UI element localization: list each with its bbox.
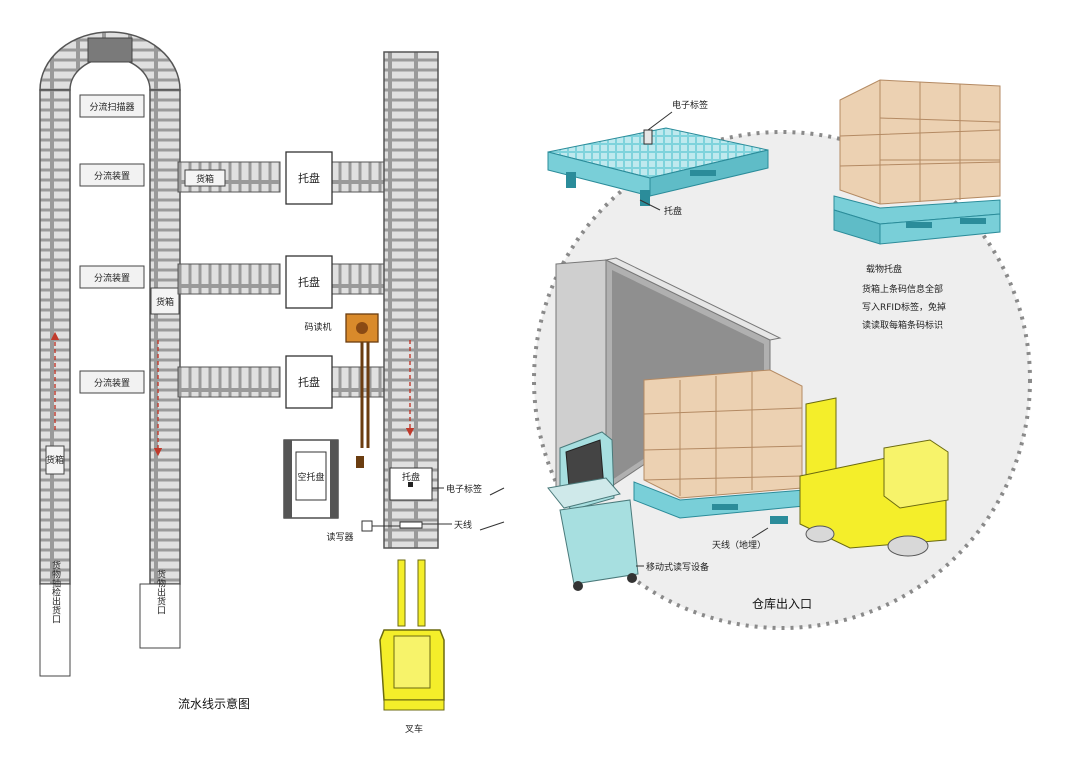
code-reader-label: 码读机 [304, 321, 331, 333]
antenna-icon: 天线（地埋） [712, 516, 788, 551]
branch-3 [177, 366, 281, 398]
diverter-3: 分流装置 [79, 370, 145, 394]
loaded-title: 载物托盘 [866, 263, 902, 275]
top-tag-label: 电子标签 [672, 99, 708, 111]
pipeline-title: 流水线示意图 [178, 696, 250, 711]
mobile-reader: 移动式读写设备 [547, 431, 709, 591]
rw-device: 读写器 [326, 520, 400, 543]
top-tray-label: 托盘 [664, 205, 682, 217]
bottom-tray: 托盘 [389, 467, 433, 501]
mid-rail-tag-upper: 货箱 [150, 287, 180, 315]
sorter-top-box: 分流扫描器 [79, 94, 145, 118]
tray-label: 托盘 [298, 375, 320, 389]
branch-tag-label: 货箱 [196, 173, 214, 185]
branch-2b [329, 263, 385, 295]
floor-antenna-label: 天线（地埋） [712, 539, 766, 551]
mid-tag-upper-label: 货箱 [156, 296, 174, 308]
left-exit-label: 货物抽检出货口 [50, 559, 61, 623]
loaded-pallet: 载物托盘 货箱上条码信息全部 写入RFID标签，免掉 读读取每箱条码标识 [833, 79, 1001, 331]
middle-exit: 货物出货口 [139, 568, 181, 649]
branch-1b [329, 161, 385, 193]
diverter-1: 分流装置 [79, 163, 145, 187]
bottom-tray-label: 托盘 [402, 471, 420, 483]
tray-label: 托盘 [298, 275, 320, 289]
loaded-desc-1: 货箱上条码信息全部 [862, 283, 943, 295]
forklift-icon [799, 397, 949, 557]
forklift-icon: 叉车 [379, 559, 445, 735]
left-exit: 货物抽检出货口 [39, 559, 71, 677]
conveyor-diagram: 分流扫描器 分流装置 分流装置 分流装置 货箱 货箱 货物抽检出货口 [39, 31, 505, 735]
sorter-top-label: 分流扫描器 [89, 101, 134, 113]
mobile-reader-label: 移动式读写设备 [646, 561, 709, 573]
diverter-label: 分流装置 [94, 170, 130, 182]
empty-pallet-rfid: 电子标签 托盘 [547, 99, 769, 217]
gate-title: 仓库出入口 [752, 596, 812, 611]
branch-tag: 货箱 [184, 169, 226, 187]
rw-device-label: 读写器 [326, 531, 353, 543]
loaded-desc-3: 读读取每箱条码标识 [862, 319, 943, 331]
diverter-label: 分流装置 [94, 377, 130, 389]
antenna-label: 天线 [454, 519, 472, 531]
branch-3b [329, 366, 385, 398]
warehouse-gate-diagram: 电子标签 托盘 载物托盘 货箱上条码信息全部 写入RFID标签，免掉 读读取每箱… [532, 79, 1032, 630]
loaded-desc-2: 写入RFID标签，免掉 [862, 301, 946, 313]
empty-tray: 空托盘 [283, 439, 339, 519]
middle-exit-label: 货物出货口 [155, 568, 166, 614]
left-rail-tag-lower: 货箱 [45, 445, 65, 475]
tray-1: 托盘 [285, 151, 333, 205]
tray-2: 托盘 [285, 255, 333, 309]
empty-tray-label: 空托盘 [297, 471, 324, 483]
code-reader: 码读机 [304, 313, 379, 468]
branch-2 [177, 263, 281, 295]
diverter-2: 分流装置 [79, 265, 145, 289]
tray-3: 托盘 [285, 355, 333, 409]
tag-label: 电子标签 [446, 483, 482, 495]
rfid-tag-icon: 电子标签 [432, 483, 505, 496]
diverter-label: 分流装置 [94, 272, 130, 284]
antenna-icon: 天线 [399, 519, 505, 531]
tray-label: 托盘 [298, 171, 320, 185]
forklift-label: 叉车 [405, 723, 423, 735]
conveyor-mid-rail [149, 89, 181, 585]
conveyor-right-rail [383, 51, 439, 549]
arch-top-block [87, 37, 133, 63]
left-tag-lower-label: 货箱 [46, 454, 64, 466]
cargo-boxes [633, 369, 805, 519]
